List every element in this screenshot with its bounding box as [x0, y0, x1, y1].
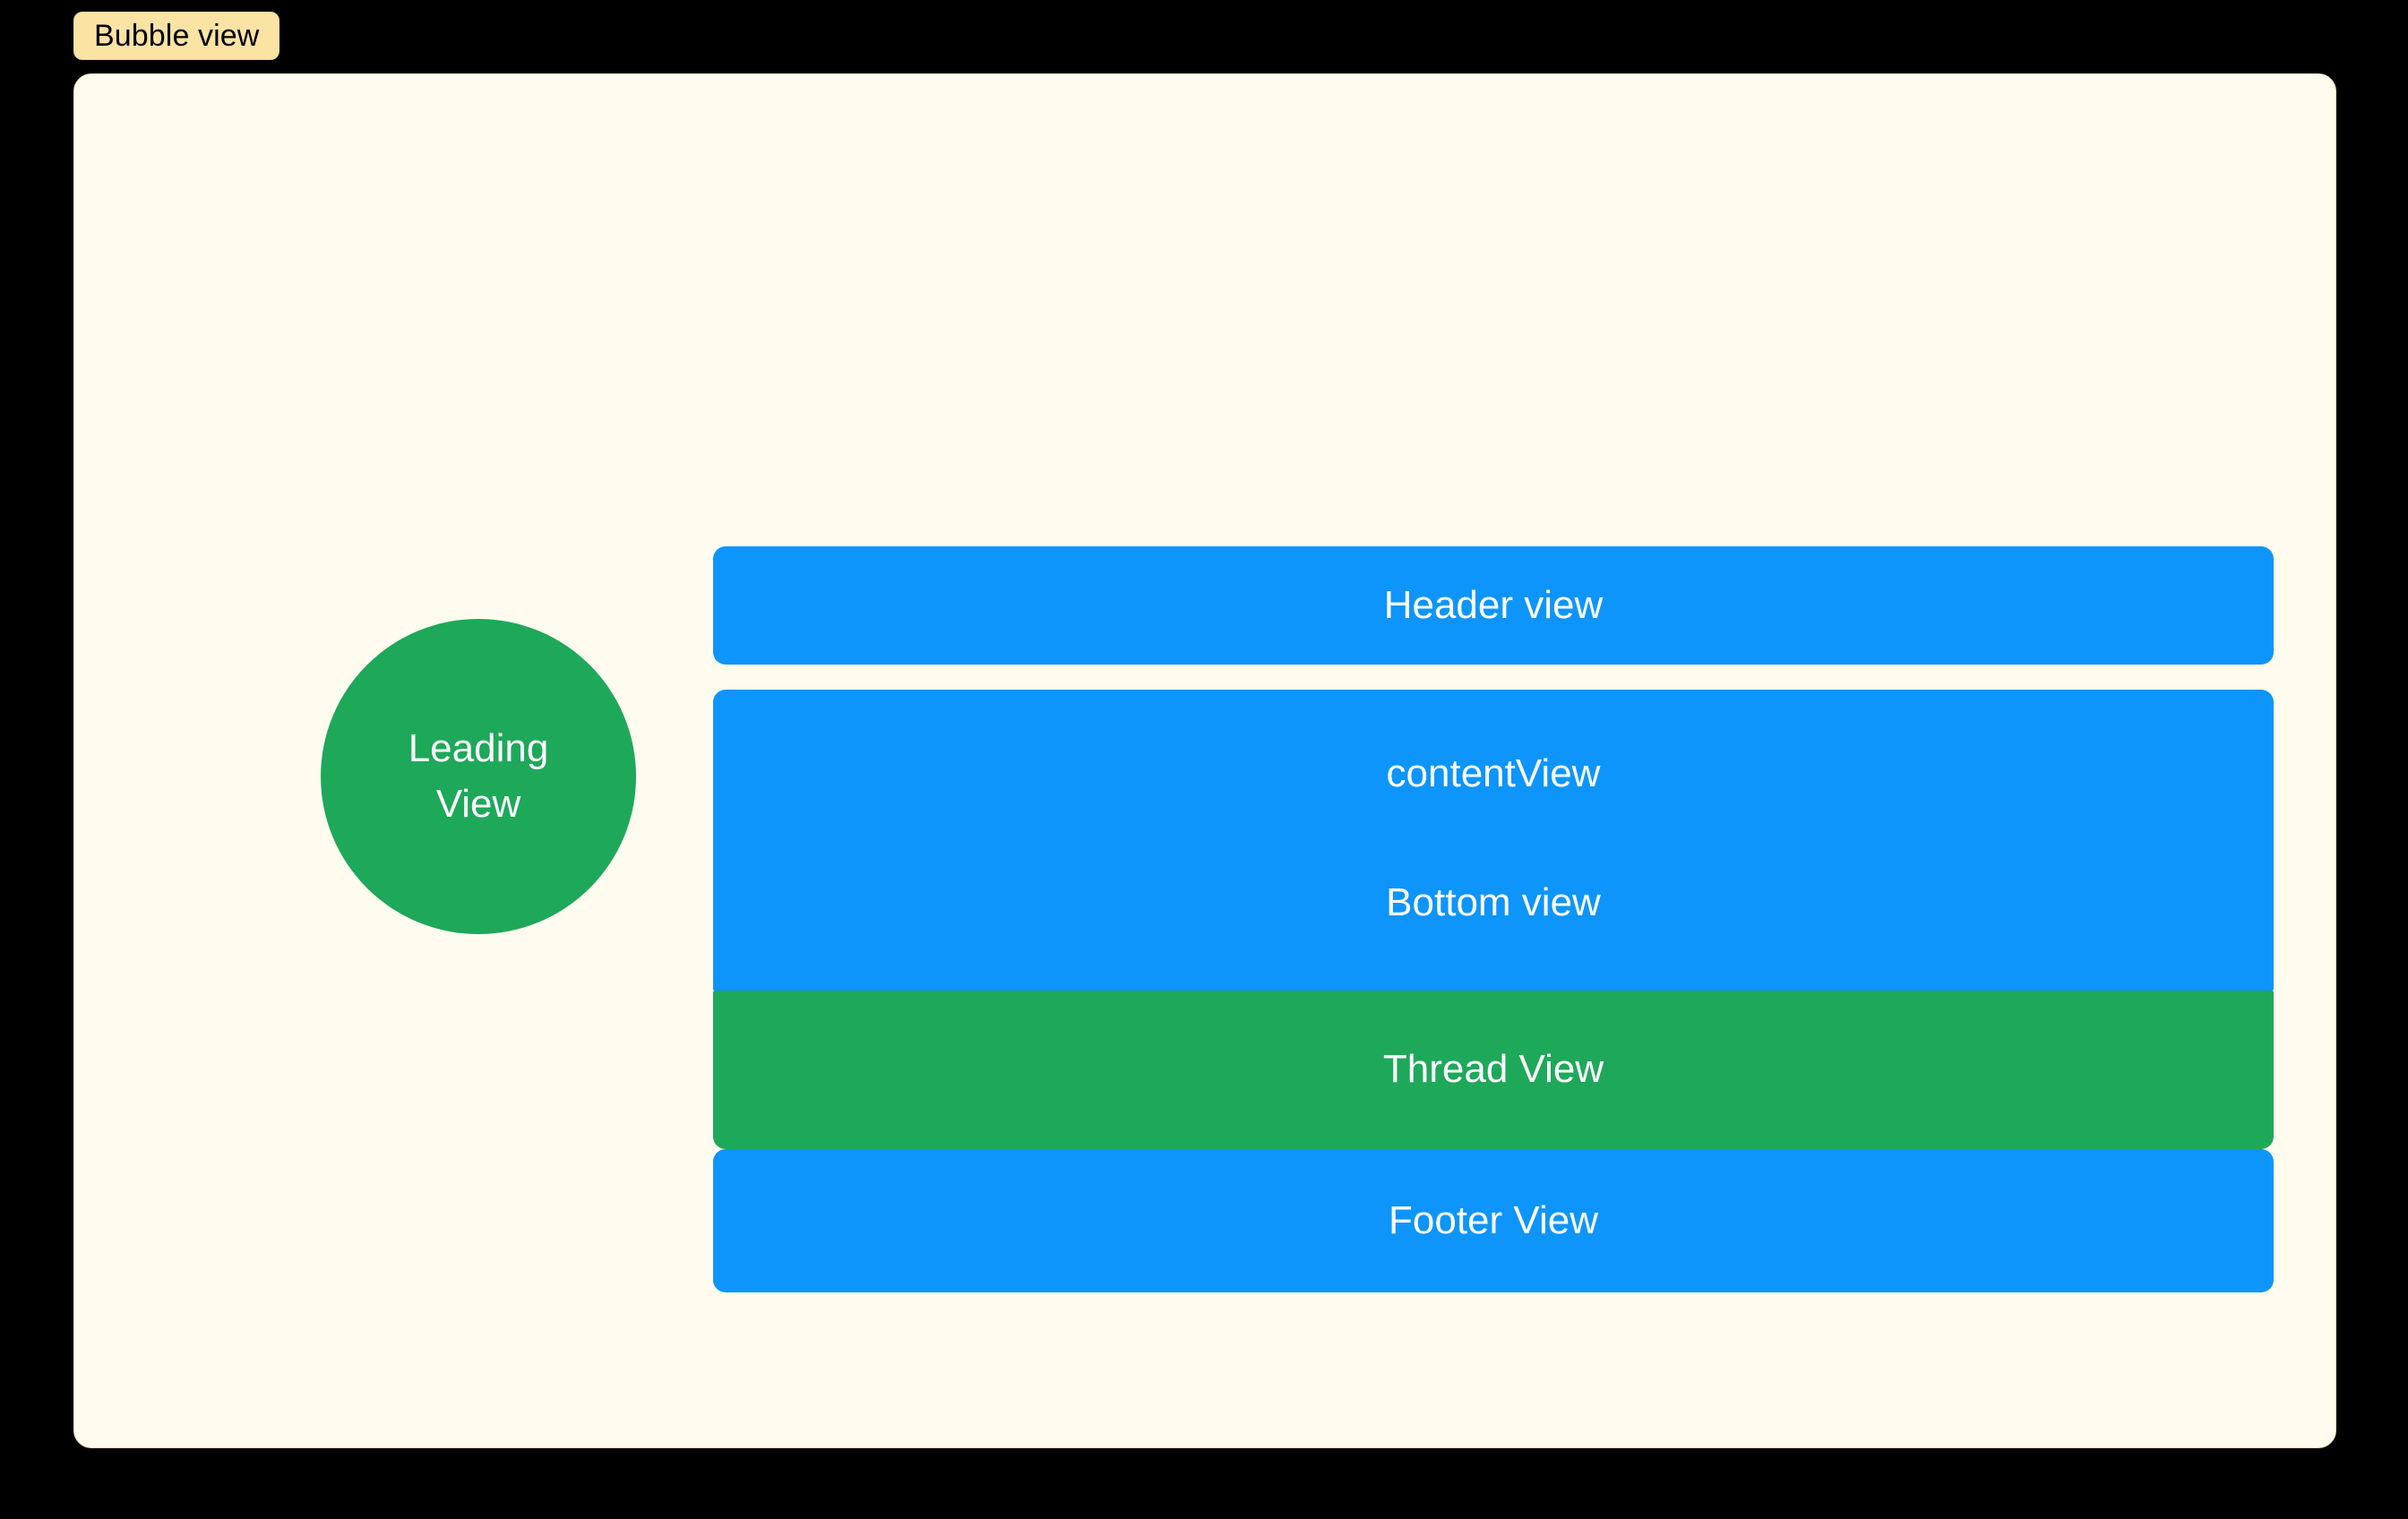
- header-view-label: Header view: [1383, 582, 1604, 627]
- content-view: contentView Bottom view: [713, 690, 2274, 991]
- header-view: Header view: [713, 546, 2274, 665]
- bubble-view-badge-label: Bubble view: [94, 19, 260, 53]
- content-view-label: contentView: [1386, 751, 1601, 795]
- bottom-view-label: Bottom view: [1386, 880, 1601, 924]
- footer-view: Footer View: [713, 1149, 2274, 1292]
- leading-view: Leading View: [321, 619, 636, 934]
- thread-view: Thread View: [713, 991, 2274, 1149]
- leading-view-label-line2: View: [435, 782, 521, 826]
- bubble-view-badge: Bubble view: [73, 12, 280, 60]
- footer-view-label: Footer View: [1389, 1197, 1598, 1242]
- thread-view-label: Thread View: [1382, 1047, 1604, 1092]
- bubble-view-container: Leading View Header view contentView Bot…: [73, 73, 2336, 1448]
- leading-view-label-line1: Leading: [408, 725, 549, 770]
